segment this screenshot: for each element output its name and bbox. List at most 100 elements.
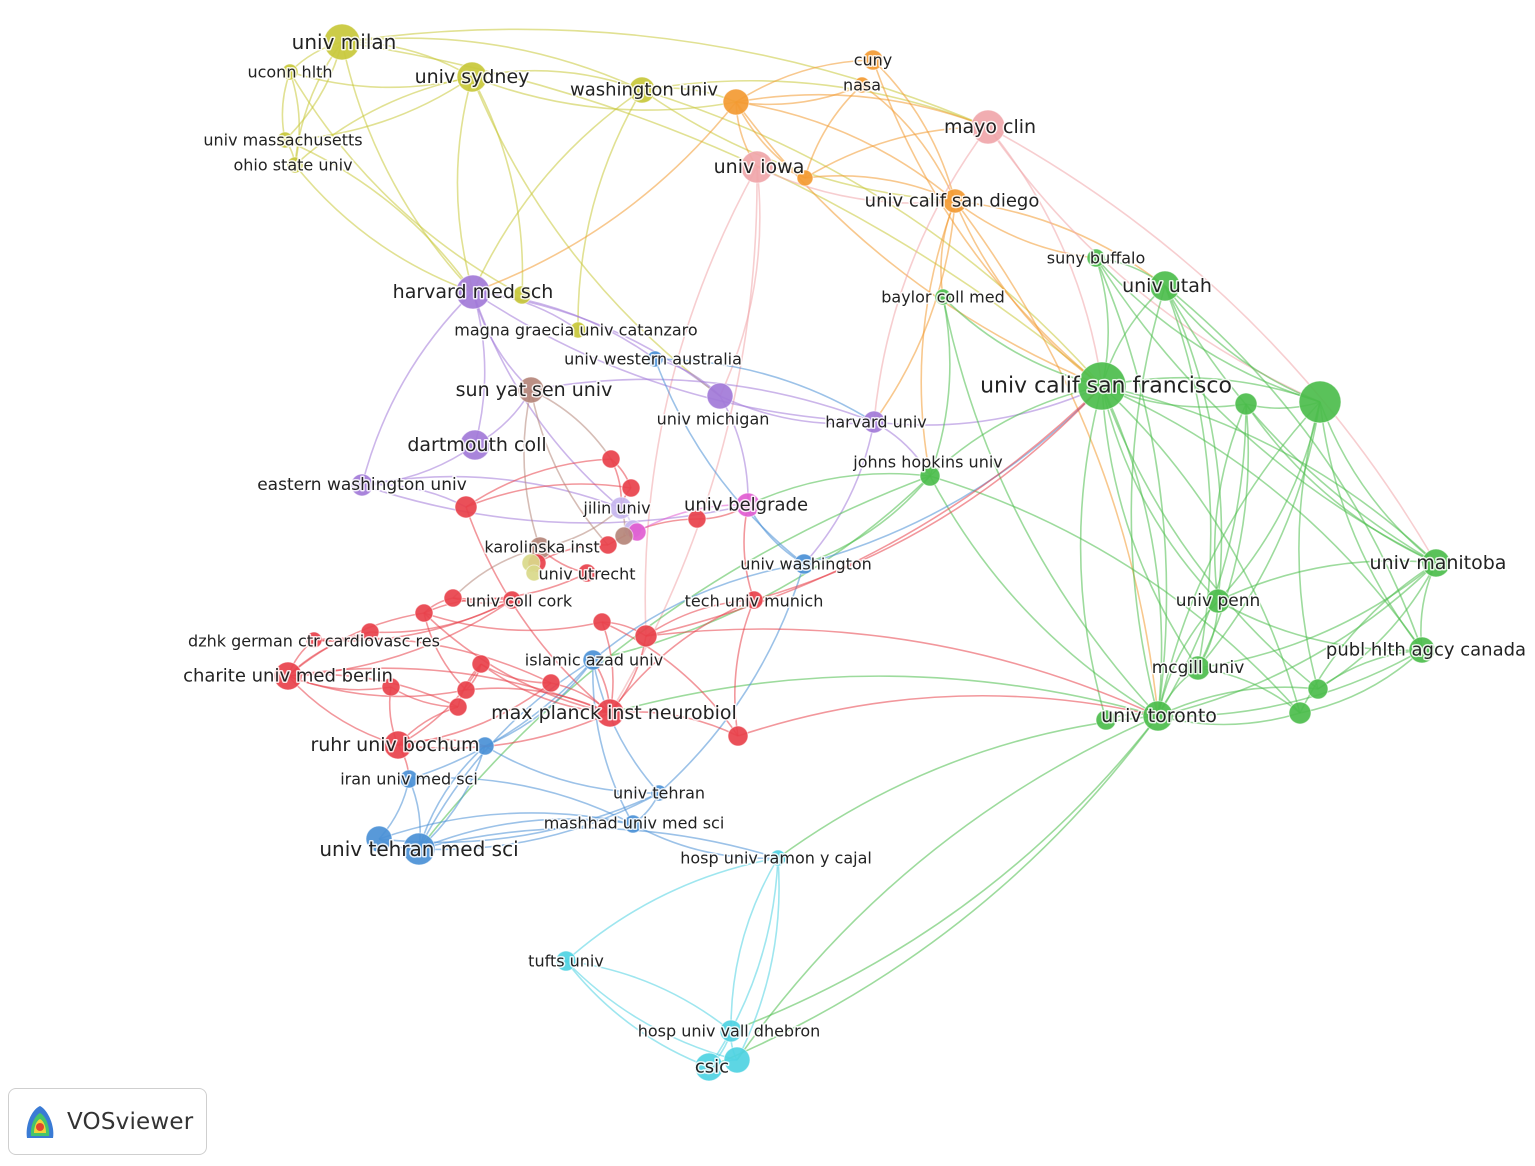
node-label-baylor: baylor coll med <box>881 288 1004 307</box>
node-r16[interactable] <box>598 535 618 555</box>
node-r4[interactable] <box>456 680 476 700</box>
node-cork[interactable] <box>502 590 522 610</box>
link-ramon-c_x <box>736 857 780 1061</box>
node-wash[interactable] <box>628 76 656 104</box>
node-label-ruhr: ruhr univ bochum <box>310 734 479 756</box>
node-g_c[interactable] <box>1095 709 1117 731</box>
node-hms[interactable] <box>455 274 491 310</box>
node-r6[interactable] <box>541 673 561 693</box>
node-tum[interactable] <box>744 590 764 610</box>
node-iran[interactable] <box>399 769 419 789</box>
node-uwa[interactable] <box>646 350 664 368</box>
node-magna[interactable] <box>569 321 587 339</box>
node-milan[interactable] <box>323 23 361 61</box>
node-r12[interactable] <box>621 478 641 498</box>
link-dzhk-cork <box>313 599 513 642</box>
node-dzhk[interactable] <box>305 631 323 649</box>
node-hms_y[interactable] <box>512 285 532 305</box>
node-r1[interactable] <box>360 622 380 642</box>
node-harvard[interactable] <box>862 410 886 434</box>
node-cuny[interactable] <box>862 49 884 71</box>
node-g_a[interactable] <box>1307 678 1329 700</box>
node-utah[interactable] <box>1149 270 1181 302</box>
node-label-penn: univ penn <box>1176 591 1261 611</box>
node-r11[interactable] <box>601 449 621 469</box>
node-b_left[interactable] <box>365 825 393 853</box>
node-mcgill[interactable] <box>1185 655 1211 681</box>
node-r10[interactable] <box>443 588 463 608</box>
node-charite[interactable] <box>273 661 303 691</box>
node-r3[interactable] <box>448 697 468 717</box>
node-manitoba[interactable] <box>1421 548 1451 578</box>
node-csic[interactable] <box>694 1052 724 1082</box>
node-mayo[interactable] <box>970 109 1006 145</box>
node-r9[interactable] <box>414 603 434 623</box>
node-ramon[interactable] <box>769 849 787 867</box>
node-jilin[interactable] <box>609 496 633 520</box>
node-tufts[interactable] <box>555 950 577 972</box>
node-label-magna: magna graecia univ catanzaro <box>454 321 697 340</box>
node-r17[interactable] <box>687 509 707 529</box>
node-buffalo[interactable] <box>1086 248 1106 268</box>
node-jhu[interactable] <box>919 465 941 487</box>
link-toronto-jhu <box>929 475 1159 717</box>
node-ruhr[interactable] <box>383 730 413 760</box>
node-label-wash: washington univ <box>570 80 718 101</box>
node-tums[interactable] <box>402 832 436 866</box>
node-r5[interactable] <box>471 654 491 674</box>
node-ucsd[interactable] <box>942 188 968 214</box>
node-ly2[interactable] <box>525 564 543 582</box>
node-toronto[interactable] <box>1142 700 1174 732</box>
link-wash-magna <box>577 89 643 331</box>
node-sydney[interactable] <box>456 61 488 93</box>
node-dartmouth[interactable] <box>459 429 491 461</box>
node-br1[interactable] <box>614 526 634 546</box>
link-ucsf-g_c <box>1079 385 1107 721</box>
link-r4-r9 <box>423 612 467 691</box>
node-baylor[interactable] <box>934 288 952 306</box>
link-org1-hms <box>472 101 737 293</box>
node-ewu[interactable] <box>350 473 374 497</box>
node-org2[interactable] <box>796 169 814 187</box>
node-org1[interactable] <box>722 88 750 116</box>
node-r14[interactable] <box>592 612 612 632</box>
node-ucsf[interactable] <box>1077 361 1127 411</box>
node-b_ruhr[interactable] <box>475 736 495 756</box>
node-r2[interactable] <box>381 677 401 697</box>
link-toronto-g_a <box>1157 686 1319 717</box>
node-mpi[interactable] <box>595 698 625 728</box>
node-uwash[interactable] <box>793 553 815 575</box>
node-umich[interactable] <box>706 382 734 410</box>
node-mashhad[interactable] <box>623 814 643 834</box>
node-tehran[interactable] <box>650 784 668 802</box>
node-label-milan: univ milan <box>292 30 397 54</box>
node-utrecht[interactable] <box>577 563 597 583</box>
node-r8[interactable] <box>727 725 749 747</box>
link-mpi-r8 <box>609 711 739 737</box>
node-penn[interactable] <box>1205 588 1231 614</box>
link-penn-phac <box>1217 600 1423 652</box>
link-tum-ucsf <box>753 385 1103 601</box>
node-belgrade[interactable] <box>735 492 761 518</box>
node-ohio[interactable] <box>286 156 304 174</box>
link-azad-tehran <box>592 659 660 794</box>
node-uconn[interactable] <box>281 63 299 81</box>
link-hms-harvard <box>472 291 875 423</box>
node-vall[interactable] <box>719 1019 743 1043</box>
link-baylor-toronto <box>942 296 1159 717</box>
node-c_x[interactable] <box>723 1046 751 1074</box>
link-uconn-hms_y <box>289 71 523 296</box>
link-charite-r4 <box>287 675 467 698</box>
node-r7[interactable] <box>454 495 478 519</box>
node-g_mid[interactable] <box>1234 392 1258 416</box>
link-charite-r9 <box>287 612 425 677</box>
node-phac[interactable] <box>1408 636 1436 664</box>
node-r13[interactable] <box>634 624 658 648</box>
node-g_big[interactable] <box>1298 380 1342 424</box>
node-g_b[interactable] <box>1288 701 1312 725</box>
node-iowa[interactable] <box>740 150 774 184</box>
node-umass[interactable] <box>276 131 294 149</box>
node-azad[interactable] <box>582 649 604 671</box>
node-nasa[interactable] <box>853 76 871 94</box>
node-sysu[interactable] <box>517 376 545 404</box>
